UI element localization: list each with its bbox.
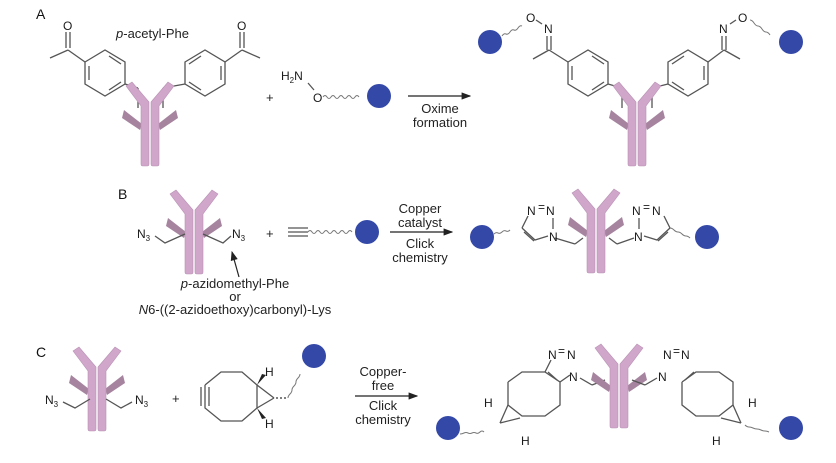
- alkyne-triple-bond: [288, 227, 308, 237]
- amine-label: H2N: [281, 69, 303, 85]
- payload-sphere: [470, 225, 494, 249]
- payload-sphere: [367, 84, 391, 108]
- arrow-a-below-1: Oxime: [421, 101, 459, 116]
- azide-left: N3: [45, 393, 59, 409]
- plus-sign-c: +: [172, 391, 180, 406]
- acetylphenyl-right: [162, 32, 261, 108]
- antibody-b-product: [567, 188, 625, 274]
- reagent-label-p-acetyl-phe: p-acetyl-Phe: [115, 26, 189, 41]
- atom-nitrogen: N: [681, 348, 690, 362]
- plus-sign-a: +: [266, 90, 274, 105]
- svg-text:=: =: [643, 200, 650, 214]
- payload-sphere: [436, 416, 460, 440]
- atom-hydrogen: H: [748, 396, 757, 410]
- panel-c: C N3 N3 + H H Copper- free Click chemist…: [36, 343, 803, 448]
- antibody-b-reactant: [165, 189, 223, 275]
- atom-hydrogen: H: [712, 434, 721, 448]
- oxime-phenyl-right: [651, 36, 741, 108]
- oxime-phenyl-left: [532, 36, 623, 108]
- arrow-c-below-1: Click: [369, 398, 398, 413]
- arrow-c-above-2: free: [372, 378, 394, 393]
- plus-sign-b: +: [266, 226, 274, 241]
- panel-b: B N3 N3 p-azidomethyl-Phe or N6-((2-azid…: [118, 186, 719, 317]
- arrow-b-above-2: catalyst: [398, 215, 442, 230]
- azide-left: N3: [137, 227, 151, 243]
- triazole-bcn-left: [499, 359, 606, 424]
- antibody-a-product: [608, 81, 666, 167]
- arrow-b-below-2: chemistry: [392, 250, 448, 265]
- atom-nitrogen: N: [544, 22, 553, 36]
- annotation-line-3: N6-((2-azidoethoxy)carbonyl)-Lys: [139, 302, 332, 317]
- triazole-bcn-right: [631, 371, 742, 424]
- atom-oxygen: O: [738, 11, 747, 25]
- atom-nitrogen: N: [548, 348, 557, 362]
- atom-nitrogen: N: [527, 204, 536, 218]
- antibody-c-product: [590, 343, 648, 429]
- payload-sphere: [478, 30, 502, 54]
- atom-hydrogen: H: [484, 396, 493, 410]
- antibody-a-reactant: [121, 81, 179, 167]
- arrow-b-above-1: Copper: [399, 201, 442, 216]
- atom-nitrogen: N: [567, 348, 576, 362]
- atom-oxygen: O: [526, 11, 535, 25]
- payload-sphere: [779, 416, 803, 440]
- antibody-c-reactant: [68, 346, 126, 432]
- atom-nitrogen: N: [652, 204, 661, 218]
- panel-a: A p-acetyl-Phe H O O + H2N O Oxi: [36, 6, 803, 167]
- panel-b-label: B: [118, 186, 127, 202]
- atom-oxygen-linker: O: [313, 91, 322, 105]
- annotation-line-2: or: [229, 289, 241, 304]
- svg-text:=: =: [673, 344, 680, 358]
- payload-sphere: [695, 225, 719, 249]
- arrow-c-below-2: chemistry: [355, 412, 411, 427]
- triazole-right: [608, 215, 671, 245]
- azide-right: N3: [232, 227, 246, 243]
- svg-text:=: =: [538, 200, 545, 214]
- payload-sphere: [779, 30, 803, 54]
- arrow-c-above-1: Copper-: [360, 364, 407, 379]
- svg-text:=: =: [558, 344, 565, 358]
- atom-hydrogen: H: [265, 365, 274, 379]
- atom-oxygen-right: O: [237, 19, 246, 33]
- atom-nitrogen: N: [658, 370, 667, 384]
- panel-c-label: C: [36, 344, 46, 360]
- linker-wavy: [322, 95, 360, 99]
- atom-hydrogen: H: [265, 417, 274, 431]
- annotation-line-1: p-azidomethyl-Phe: [180, 276, 289, 291]
- atom-nitrogen: N: [663, 348, 672, 362]
- atom-nitrogen: N: [569, 370, 578, 384]
- triazole-left: [521, 215, 584, 245]
- bcn-cyclooctyne: [200, 371, 275, 422]
- arrow-a-below-2: formation: [413, 115, 467, 130]
- azide-right: N3: [135, 393, 149, 409]
- arrow-b-below-1: Click: [406, 236, 435, 251]
- atom-nitrogen: N: [634, 230, 643, 244]
- atom-hydrogen: H: [521, 434, 530, 448]
- atom-nitrogen: N: [632, 204, 641, 218]
- panel-a-label: A: [36, 6, 46, 22]
- atom-nitrogen: N: [549, 230, 558, 244]
- payload-sphere: [302, 344, 326, 368]
- atom-nitrogen: N: [719, 22, 728, 36]
- acetylphenyl-left: [49, 32, 139, 108]
- payload-sphere: [355, 220, 379, 244]
- annotation-pointer-arrow: [230, 250, 240, 278]
- atom-nitrogen: N: [546, 204, 555, 218]
- atom-oxygen-left: O: [63, 19, 72, 33]
